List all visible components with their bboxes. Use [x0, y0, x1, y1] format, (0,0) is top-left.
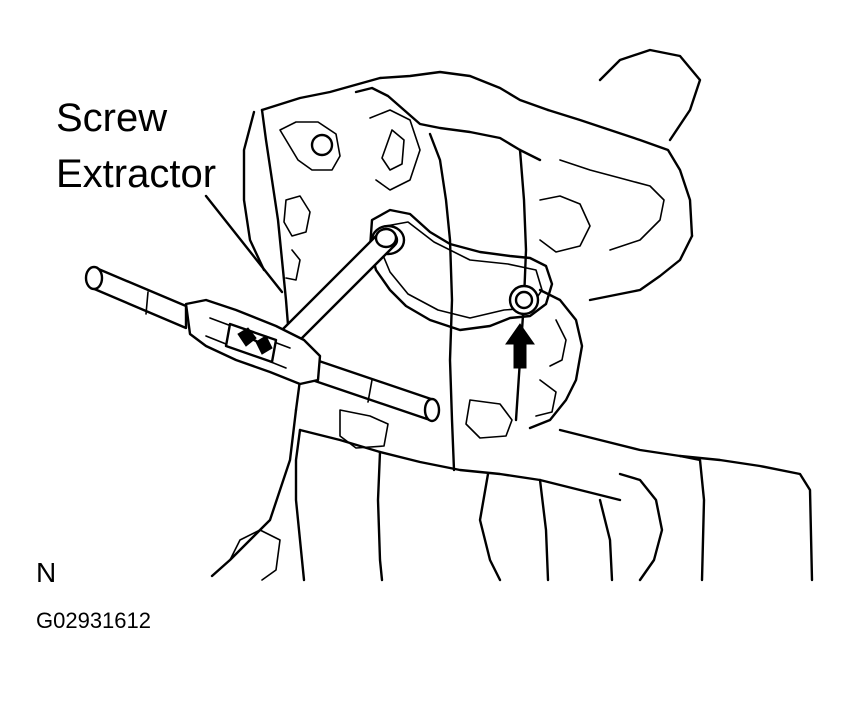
up-arrow-icon [505, 323, 535, 369]
engine-block-outline [210, 48, 702, 578]
engine-base [229, 399, 814, 582]
figure-code: G02931612 [36, 608, 151, 633]
callout-label-extractor: Extractor [56, 152, 217, 196]
callout-label-screw: Screw [56, 96, 168, 140]
broken-bolt-right [508, 284, 540, 316]
orientation-mark: N [36, 557, 57, 588]
callout-leader-line [204, 194, 284, 294]
tap-wrench-icon [84, 265, 441, 423]
